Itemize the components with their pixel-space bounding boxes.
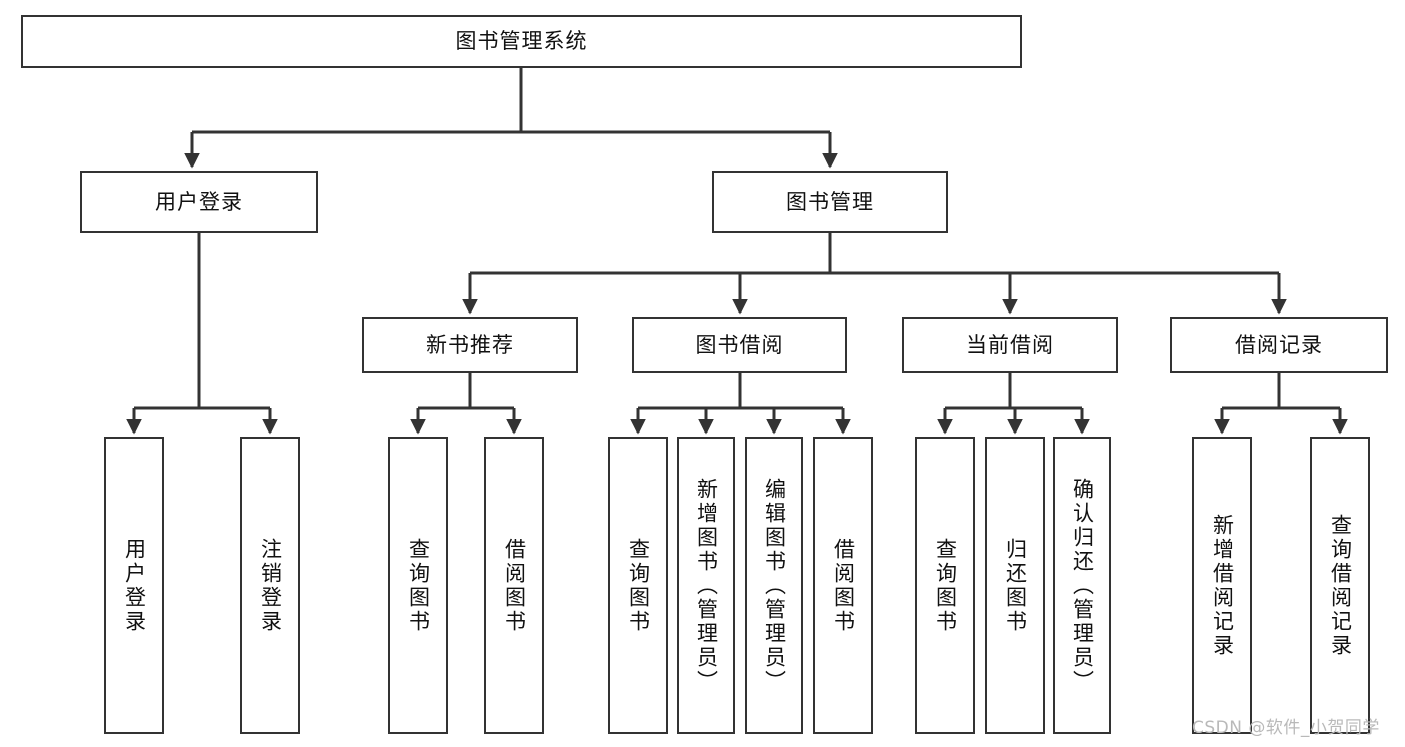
- node-leaf-query-book-3[interactable]: 查询图书: [915, 437, 975, 734]
- node-leaf-query-book-1[interactable]: 查询图书: [388, 437, 448, 734]
- node-leaf-add-book[interactable]: 新增图书（管理员）: [677, 437, 735, 734]
- node-leaf-query-book-3-label: 查询图书: [933, 537, 958, 634]
- node-current-borrow-label: 当前借阅: [966, 332, 1054, 357]
- node-leaf-query-record-label: 查询借阅记录: [1328, 513, 1353, 658]
- node-book-manage[interactable]: 图书管理: [712, 171, 948, 233]
- node-new-book-rec-label: 新书推荐: [426, 332, 514, 357]
- node-root-label: 图书管理系统: [455, 29, 588, 54]
- node-leaf-user-logout-label: 注销登录: [258, 537, 283, 634]
- node-leaf-edit-book-label: 编辑图书（管理员）: [762, 477, 787, 694]
- node-current-borrow[interactable]: 当前借阅: [902, 317, 1118, 373]
- node-user-login-label: 用户登录: [155, 189, 243, 214]
- node-leaf-borrow-book-1-label: 借阅图书: [502, 537, 527, 634]
- node-leaf-user-logout[interactable]: 注销登录: [240, 437, 300, 734]
- node-user-login[interactable]: 用户登录: [80, 171, 318, 233]
- node-book-manage-label: 图书管理: [786, 189, 874, 214]
- node-book-borrow-label: 图书借阅: [695, 332, 784, 357]
- node-leaf-borrow-book-2-label: 借阅图书: [831, 537, 856, 634]
- node-root-system[interactable]: 图书管理系统: [21, 15, 1022, 68]
- node-leaf-user-login[interactable]: 用户登录: [104, 437, 164, 734]
- node-leaf-borrow-book-2[interactable]: 借阅图书: [813, 437, 873, 734]
- csdn-watermark: CSDN @软件_小贺同学: [1192, 718, 1380, 738]
- node-leaf-query-book-1-label: 查询图书: [406, 537, 431, 634]
- node-leaf-user-login-label: 用户登录: [122, 537, 147, 634]
- node-book-borrow[interactable]: 图书借阅: [632, 317, 847, 373]
- node-leaf-query-book-2-label: 查询图书: [626, 537, 651, 634]
- node-borrow-record[interactable]: 借阅记录: [1170, 317, 1388, 373]
- node-leaf-confirm-return[interactable]: 确认归还（管理员）: [1053, 437, 1111, 734]
- node-leaf-return-book[interactable]: 归还图书: [985, 437, 1045, 734]
- node-borrow-record-label: 借阅记录: [1235, 332, 1323, 357]
- node-leaf-confirm-return-label: 确认归还（管理员）: [1070, 477, 1095, 694]
- node-leaf-add-record-label: 新增借阅记录: [1210, 513, 1235, 658]
- node-leaf-edit-book[interactable]: 编辑图书（管理员）: [745, 437, 803, 734]
- node-leaf-query-record[interactable]: 查询借阅记录: [1310, 437, 1370, 734]
- node-new-book-rec[interactable]: 新书推荐: [362, 317, 578, 373]
- node-leaf-query-book-2[interactable]: 查询图书: [608, 437, 668, 734]
- node-leaf-borrow-book-1[interactable]: 借阅图书: [484, 437, 544, 734]
- node-leaf-add-record[interactable]: 新增借阅记录: [1192, 437, 1252, 734]
- node-leaf-return-book-label: 归还图书: [1003, 537, 1028, 634]
- node-leaf-add-book-label: 新增图书（管理员）: [694, 477, 719, 694]
